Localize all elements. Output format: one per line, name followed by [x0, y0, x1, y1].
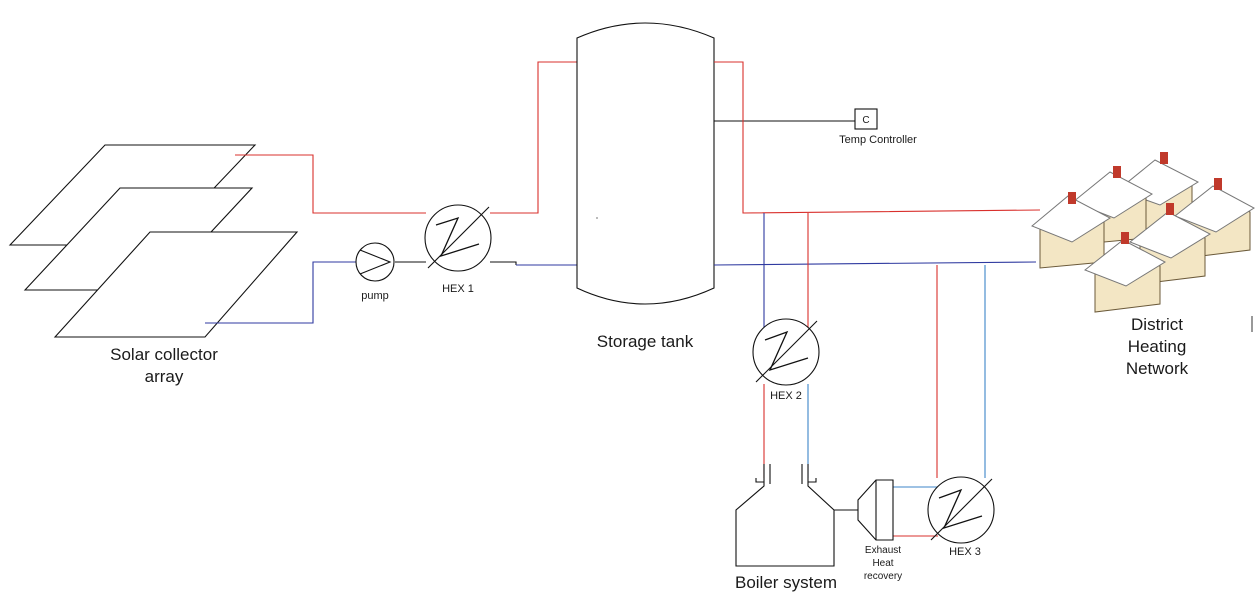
district-label-line3: Network	[1126, 359, 1189, 378]
solar-hot-pipe	[235, 154, 426, 214]
house-icon	[1084, 232, 1167, 313]
boiler-system: Boiler system	[735, 464, 837, 592]
pump-icon	[355, 242, 395, 282]
hex2-diagonal	[755, 320, 818, 383]
hex2-coil	[764, 330, 809, 372]
tank-to-network-hot-pipe	[714, 61, 1041, 214]
solar-cold-pipe	[205, 261, 356, 324]
pump: pump	[355, 242, 395, 302]
solar-label-line1: Solar collector	[110, 345, 218, 364]
boiler-icon	[735, 464, 835, 567]
district-label-line2: Heating	[1128, 337, 1187, 356]
hex2-label: HEX 2	[770, 390, 802, 402]
hex2: HEX 2	[752, 318, 820, 402]
solar-collector-array	[8, 144, 299, 338]
hex1-to-tank-hot-pipe	[490, 61, 577, 214]
controller-symbol: C	[862, 115, 869, 126]
solar-panel-3	[53, 231, 299, 338]
district-label-line1: District	[1131, 315, 1183, 334]
solar-loop-pipes	[205, 61, 577, 324]
controller-label: Temp Controller	[839, 134, 917, 146]
tank-to-network-cold-pipe	[713, 261, 1037, 266]
hex1-outlet-pipe	[490, 261, 517, 265]
hex1-label: HEX 1	[442, 283, 474, 295]
hex1-diagonal	[427, 206, 490, 269]
hex1-coil	[435, 216, 480, 258]
exhaust-label-line3: recovery	[864, 571, 902, 582]
hex3-label: HEX 3	[949, 546, 981, 558]
storage-tank-label: Storage tank	[597, 332, 694, 351]
district-network-label: District Heating Network	[1126, 315, 1189, 378]
hex3-diagonal	[930, 478, 993, 541]
exhaust-heat-recovery: Exhaust Heat recovery	[857, 479, 902, 582]
storage-tank-icon	[576, 22, 715, 305]
pump-arrow-icon	[359, 249, 392, 275]
exhaust-label-line1: Exhaust	[865, 545, 901, 556]
boiler-label: Boiler system	[735, 573, 837, 592]
hex3: HEX 3	[927, 476, 995, 558]
solar-array-label: Solar collector array	[110, 345, 218, 386]
temp-controller: C Temp Controller	[714, 108, 917, 146]
pump-label: pump	[361, 290, 389, 302]
hex3-coil	[938, 488, 983, 530]
exhaust-label-line2: Heat	[872, 558, 893, 569]
hex1: HEX 1	[424, 204, 492, 295]
controller-box	[854, 108, 878, 130]
storage-tank: Storage tank	[576, 22, 715, 351]
solar-label-line2: array	[145, 367, 184, 386]
district-heating-houses	[1031, 152, 1255, 313]
house-icon	[1031, 192, 1112, 269]
